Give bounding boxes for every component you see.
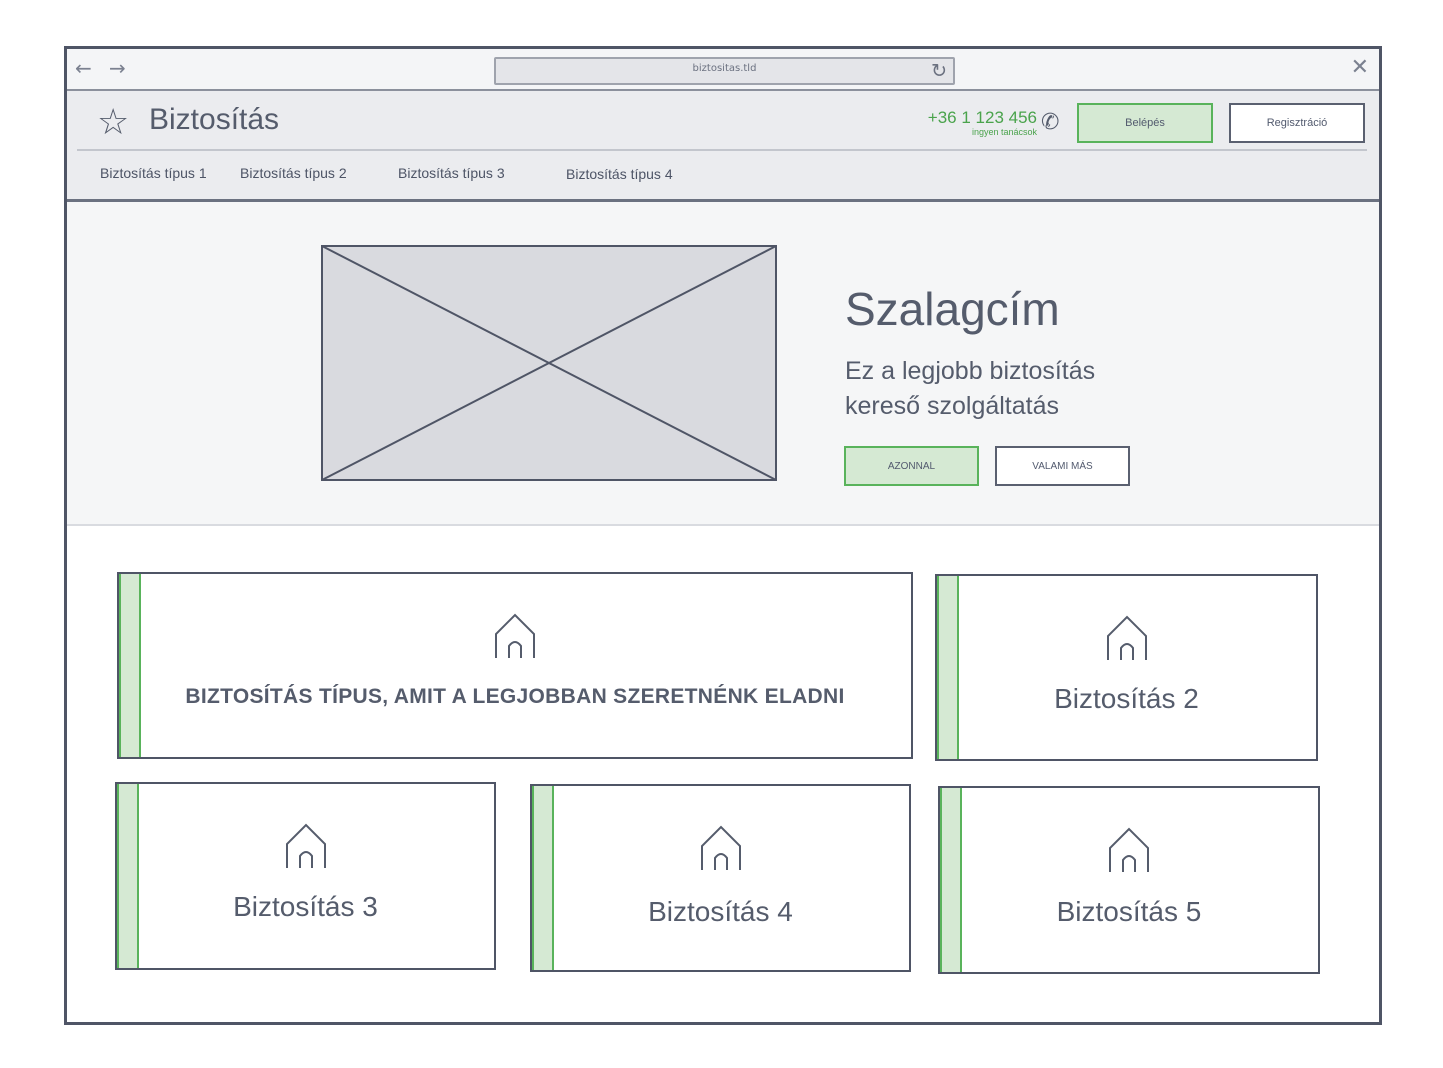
address-url: biztositas.tld [692, 63, 757, 74]
card-label: Biztosítás 5 [1056, 896, 1202, 927]
nav-item-2[interactable]: Biztosítás típus 2 [240, 165, 347, 181]
insurance-card-2[interactable]: Biztosítás 2 [935, 574, 1318, 761]
reload-icon[interactable]: ↻ [931, 60, 947, 82]
card-accent-stripe [940, 788, 962, 972]
close-icon[interactable]: ✕ [1350, 55, 1369, 80]
address-bar[interactable]: biztositas.tld ↻ [494, 57, 955, 85]
nav-item-4[interactable]: Biztosítás típus 4 [566, 166, 673, 182]
insurance-card-5[interactable]: Biztosítás 5 [938, 786, 1320, 974]
hero-subtitle: Ez a legjobb biztosítás kereső szolgálta… [845, 357, 1096, 420]
featured-insurance-card[interactable]: BIZTOSÍTÁS TÍPUS, AMIT A LEGJOBBAN SZERE… [117, 572, 913, 759]
card-accent-stripe [119, 574, 141, 757]
phone-subtitle: ingyen tanácsok [971, 127, 1037, 137]
card-label: Biztosítás 2 [1054, 683, 1199, 714]
header-divider [77, 149, 1367, 151]
card-accent-stripe [532, 786, 554, 970]
card-label: BIZTOSÍTÁS TÍPUS, AMIT A LEGJOBBAN SZERE… [185, 685, 845, 708]
site-logo-text[interactable]: Biztosítás [149, 103, 280, 136]
phone-icon: ✆ [1041, 110, 1060, 135]
house-icon [700, 825, 741, 870]
register-button[interactable]: Regisztráció [1229, 103, 1365, 143]
login-button[interactable]: Belépés [1077, 103, 1213, 143]
card-label: Biztosítás 4 [648, 896, 793, 927]
site-header: ☆ Biztosítás +36 1 123 456 ingyen tanács… [67, 91, 1379, 202]
phone-number: +36 1 123 456 [927, 108, 1037, 127]
hero-image-placeholder [321, 245, 777, 481]
back-arrow-icon[interactable]: ← [75, 56, 92, 80]
nav-item-3[interactable]: Biztosítás típus 3 [398, 165, 505, 181]
house-icon [495, 613, 535, 658]
browser-window: ← → biztositas.tld ↻ ✕ ☆ Biztosítás +36 … [64, 46, 1382, 1025]
hero-secondary-button[interactable]: VALAMI MÁS [995, 446, 1130, 486]
browser-toolbar: ← → biztositas.tld ↻ ✕ [67, 49, 1379, 91]
forward-arrow-icon[interactable]: → [109, 56, 126, 80]
hero-primary-button[interactable]: AZONNAL [844, 446, 979, 486]
house-icon [1106, 615, 1147, 660]
nav-item-1[interactable]: Biztosítás típus 1 [100, 165, 207, 181]
phone-contact[interactable]: +36 1 123 456 ingyen tanácsok [923, 108, 1037, 138]
card-accent-stripe [937, 576, 959, 759]
card-accent-stripe [117, 784, 139, 968]
insurance-card-3[interactable]: Biztosítás 3 [115, 782, 496, 970]
hero-section: Szalagcím Ez a legjobb biztosítás kereső… [67, 202, 1379, 526]
house-icon [1109, 827, 1149, 872]
card-label: Biztosítás 3 [233, 891, 378, 922]
house-icon [285, 823, 326, 868]
insurance-card-4[interactable]: Biztosítás 4 [530, 784, 911, 972]
hero-title: Szalagcím [845, 283, 1060, 335]
star-logo-icon: ☆ [97, 102, 130, 143]
